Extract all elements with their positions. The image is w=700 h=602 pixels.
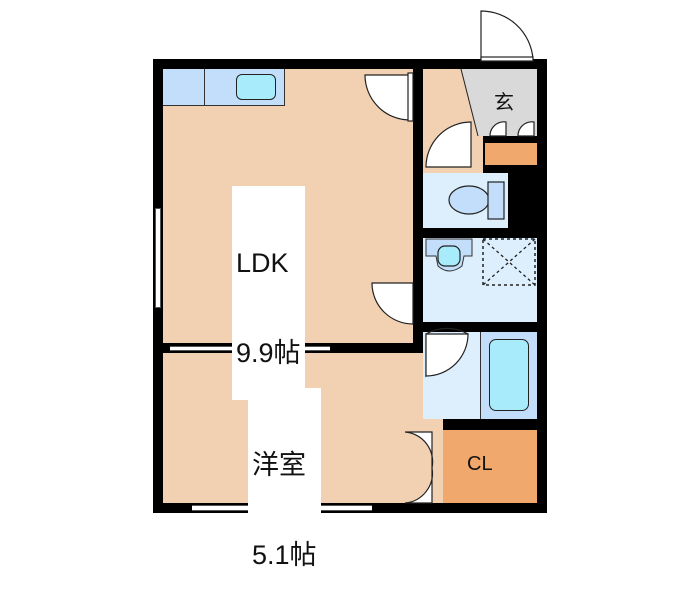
washbasin-icon	[425, 238, 536, 286]
toilet-icon	[448, 181, 505, 220]
doors	[364, 10, 535, 504]
room-closet-label: CL	[467, 453, 493, 475]
shoe-cabinet	[485, 143, 537, 165]
room-ldk-label: LDK 9.9帖	[232, 186, 305, 400]
counter-divider	[204, 69, 205, 106]
room-western-size: 5.1帖	[252, 540, 317, 570]
room-ldk-size: 9.9帖	[236, 338, 301, 368]
room-ldk-name: LDK	[236, 248, 289, 278]
sink-icon	[236, 74, 276, 100]
room-entrance-label: 玄	[494, 92, 514, 114]
entrance-floor	[460, 68, 537, 137]
room-western-name: 洋室	[252, 450, 306, 480]
room-closet	[443, 430, 537, 503]
bathtub-icon	[489, 339, 529, 411]
room-western-label: 洋室 5.1帖	[248, 388, 321, 602]
window-ldk-side	[155, 208, 161, 308]
